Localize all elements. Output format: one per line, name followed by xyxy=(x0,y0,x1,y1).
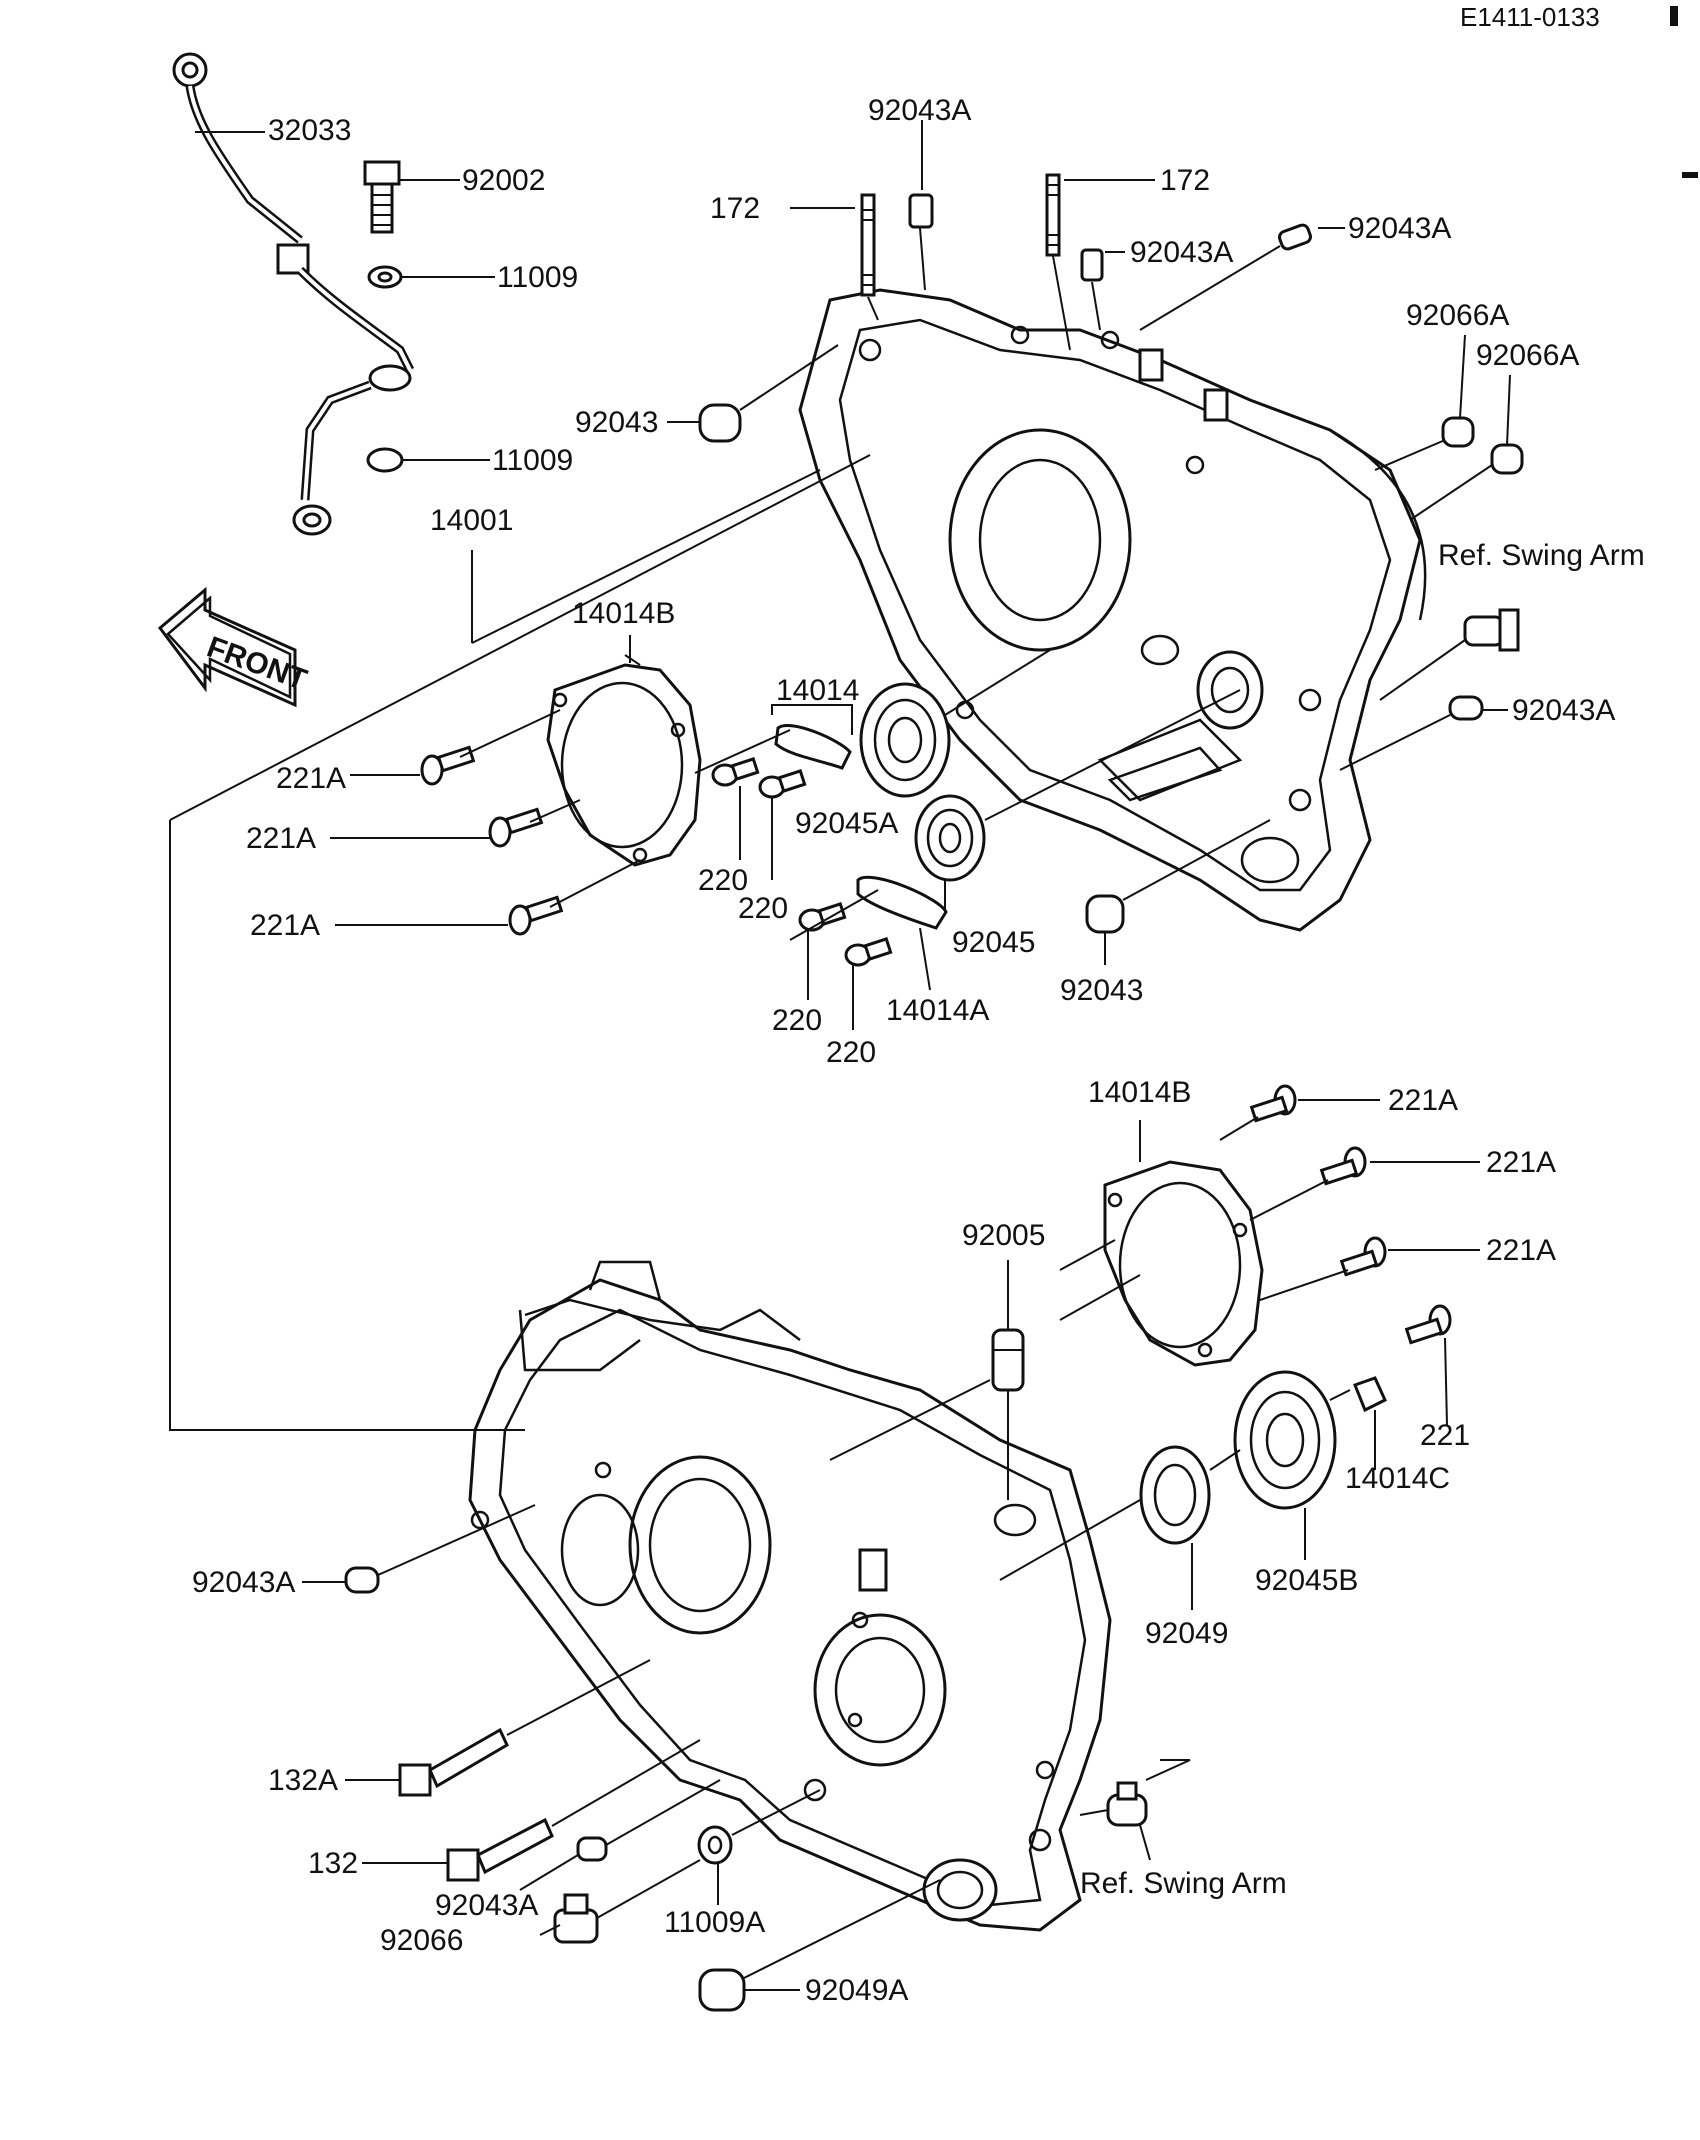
bearing-92045B xyxy=(1233,1370,1337,1510)
dowel-92043A-left xyxy=(344,1566,380,1594)
dowel-92043A-top xyxy=(908,193,934,229)
dowel-92043A-r2 xyxy=(1448,695,1484,721)
dowel-92005 xyxy=(991,1328,1025,1392)
screw-221A-2 xyxy=(488,807,544,848)
label-172-left: 172 xyxy=(710,192,760,225)
label-92002: 92002 xyxy=(462,164,545,197)
dowel-92043A-right xyxy=(1278,223,1312,251)
label-172-right: 172 xyxy=(1160,164,1210,197)
screw-221 xyxy=(1404,1304,1452,1345)
label-14001: 14001 xyxy=(430,504,513,537)
label-92045A: 92045A xyxy=(795,807,898,840)
label-221A-1: 221A xyxy=(276,762,346,795)
label-14014B-upper: 14014B xyxy=(572,597,675,630)
label-11009A: 11009A xyxy=(664,1906,765,1939)
label-92043A-right: 92043A xyxy=(1348,212,1451,245)
label-221A-3: 221A xyxy=(250,909,320,942)
screw-221A-5 xyxy=(1319,1146,1367,1186)
drain-plug-92066 xyxy=(553,1893,599,1944)
label-92043A-r2: 92043A xyxy=(1512,694,1615,727)
label-14014B-lower: 14014B xyxy=(1088,1076,1191,1109)
label-92005: 92005 xyxy=(962,1219,1045,1252)
seal-92066A-b xyxy=(1490,443,1524,475)
label-11009-b: 11009 xyxy=(492,444,573,477)
label-221A-5: 221A xyxy=(1486,1146,1556,1179)
front-arrow: FRONT xyxy=(157,586,311,708)
screw-221A-6 xyxy=(1339,1236,1387,1277)
label-92049A: 92049A xyxy=(805,1974,908,2007)
label-92043A-mid: 92043A xyxy=(1130,236,1233,269)
leader-lines xyxy=(169,120,1511,1991)
banjo-bolt-92002 xyxy=(363,160,401,234)
seal-92066A-a xyxy=(1441,416,1475,448)
label-92066: 92066 xyxy=(380,1924,463,1957)
label-132A: 132A xyxy=(268,1764,338,1797)
label-132: 132 xyxy=(308,1847,358,1880)
plate-14014 xyxy=(774,724,852,770)
label-221A-2: 221A xyxy=(246,822,316,855)
label-11009-a: 11009 xyxy=(497,261,578,294)
dowel-92043A-bottom xyxy=(576,1836,608,1862)
label-92043A-left: 92043A xyxy=(192,1566,295,1599)
label-220-2: 220 xyxy=(738,892,788,925)
label-92043-upper: 92043 xyxy=(575,406,658,439)
label-14014C: 14014C xyxy=(1345,1462,1450,1495)
diagram-code: E1411-0133 xyxy=(1460,2,1600,32)
dowel-92043-lower xyxy=(1085,894,1125,934)
label-92043A-top: 92043A xyxy=(868,94,971,127)
label-220-3: 220 xyxy=(772,1004,822,1037)
part-labels: 32033 92002 11009 11009 14001 92043A 172… xyxy=(192,94,1645,2007)
bearing-92045A xyxy=(859,682,951,798)
stud-172-left xyxy=(860,193,876,297)
label-ref-swing-arm-bottom: Ref. Swing Arm xyxy=(1080,1867,1287,1900)
label-221A-6: 221A xyxy=(1486,1234,1556,1267)
cover-plate-14014B-lower xyxy=(1103,1160,1264,1367)
stud-172-right xyxy=(1045,173,1061,257)
screw-220-c xyxy=(798,902,847,932)
label-14014A: 14014A xyxy=(886,994,989,1027)
screw-220-b xyxy=(758,769,807,799)
label-92045B: 92045B xyxy=(1255,1564,1358,1597)
dowel-92043A-mid xyxy=(1080,248,1104,282)
screw-220-a xyxy=(711,757,760,787)
seal-92049 xyxy=(1139,1445,1211,1545)
label-92043-lower: 92043 xyxy=(1060,974,1143,1007)
washer-11009A xyxy=(697,1825,733,1865)
ref-swing-arm-bushing-bottom xyxy=(1106,1781,1148,1827)
label-14014: 14014 xyxy=(776,674,859,707)
seal-92049A xyxy=(698,1968,746,2012)
cover-plate-14014B-upper xyxy=(546,663,702,867)
bolt-132A xyxy=(398,1727,509,1797)
upper-crankcase xyxy=(798,288,1427,932)
label-32033: 32033 xyxy=(268,114,351,147)
edge-mark-top xyxy=(1670,6,1678,26)
screw-220-d xyxy=(844,937,893,967)
plate-14014A xyxy=(856,875,948,930)
screw-221A-3 xyxy=(508,895,564,936)
screw-221A-4 xyxy=(1249,1084,1297,1123)
washer-11009-b xyxy=(366,447,404,473)
bolt-132 xyxy=(446,1817,554,1882)
clip-14014C xyxy=(1353,1376,1387,1413)
dowel-92043-upper xyxy=(698,403,742,443)
label-220-4: 220 xyxy=(826,1036,876,1069)
edge-mark-right xyxy=(1682,172,1698,178)
label-92043A-bottom: 92043A xyxy=(435,1889,538,1922)
label-221: 221 xyxy=(1420,1419,1470,1452)
label-92045: 92045 xyxy=(952,926,1035,959)
bearing-92045 xyxy=(914,794,986,882)
label-220-1: 220 xyxy=(698,864,748,897)
label-92049: 92049 xyxy=(1145,1617,1228,1650)
screw-221A-1 xyxy=(420,745,476,786)
label-221A-4: 221A xyxy=(1388,1084,1458,1117)
label-ref-swing-arm-top: Ref. Swing Arm xyxy=(1438,539,1645,572)
label-92066A-a: 92066A xyxy=(1406,299,1509,332)
ref-swing-arm-bushing-top xyxy=(1463,608,1520,652)
lower-crankcase xyxy=(468,1260,1112,1932)
label-92066A-b: 92066A xyxy=(1476,339,1579,372)
oil-line-assembly xyxy=(172,52,415,536)
